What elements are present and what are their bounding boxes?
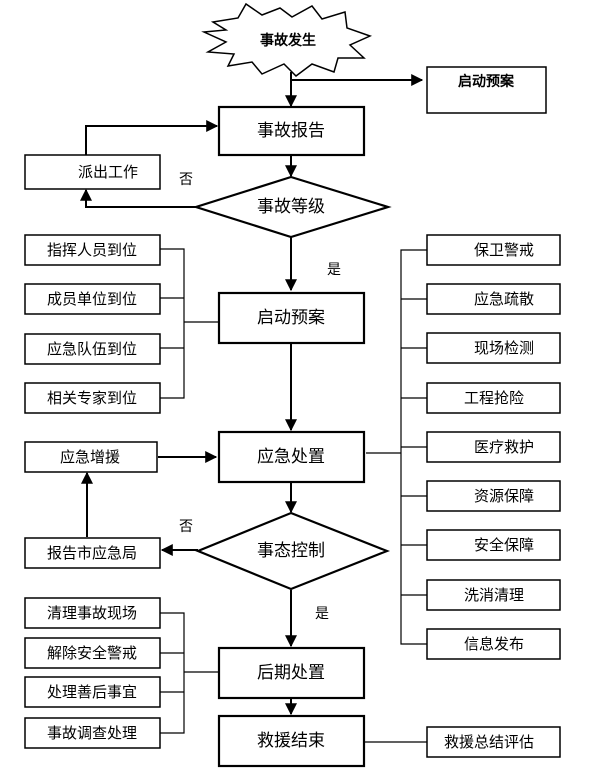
arrow-level-to-dispatch [80, 188, 196, 208]
top-plan-box [426, 66, 547, 114]
right-group-label: 洗消清理 [464, 586, 524, 604]
response-label: 应急处置 [257, 447, 325, 467]
evaluation-box [426, 726, 561, 758]
right-group-label: 资源保障 [474, 487, 534, 505]
dispatch-node: 派出工作 [24, 154, 161, 190]
left-group-2-label: 清理事故现场 [47, 604, 137, 622]
report-node: 事故报告 [217, 105, 366, 157]
post-label: 后期处置 [257, 663, 325, 683]
dispatch-label: 派出工作 [78, 163, 138, 181]
branch-no-2-label: 否 [179, 519, 193, 535]
post-node: 后期处置 [217, 646, 366, 700]
top-plan-label: 启动预案 [458, 73, 515, 90]
end-label: 救援结束 [257, 731, 325, 751]
response-node: 应急处置 [217, 430, 366, 484]
left-group-1-box [24, 333, 161, 365]
left-group-2-box [24, 717, 161, 749]
left-group-1-label: 成员单位到位 [47, 290, 137, 308]
plan-box [217, 291, 366, 345]
report-city-box [24, 537, 161, 569]
right-group-box [426, 529, 561, 561]
left-group-1-box [24, 234, 161, 266]
right-group-box [426, 579, 561, 611]
left-group-1: 指挥人员到位 成员单位到位 应急队伍到位 相关专家到位 [24, 234, 161, 414]
right-group-box [426, 283, 561, 315]
right-group-box [426, 431, 561, 463]
level-diamond [192, 175, 392, 239]
left-group-2-label: 解除安全警戒 [47, 644, 137, 662]
reinforce-node: 应急增援 [24, 441, 158, 473]
evaluation-node: 救援总结评估 [426, 726, 561, 758]
left-group-1-label: 应急队伍到位 [47, 340, 137, 358]
right-group-box [426, 480, 561, 512]
right-group-box [426, 332, 561, 364]
top-plan-node: 启动预案 [426, 66, 547, 114]
end-box [217, 714, 366, 768]
reinforce-label: 应急增援 [60, 448, 120, 466]
branch-yes-1-label: 是 [327, 262, 341, 278]
right-group: 保卫警戒 应急疏散 现场检测 工程抢险 医疗救护 资源保障 安全保障 洗消清理 … [426, 234, 561, 660]
right-group-label: 医疗救护 [474, 438, 534, 456]
branch-no-1-label: 否 [179, 172, 193, 188]
response-box [217, 430, 366, 484]
report-city-label: 报告市应急局 [47, 544, 137, 562]
right-group-label: 现场检测 [474, 339, 534, 357]
control-diamond [195, 511, 390, 591]
level-node: 事故等级 [192, 175, 392, 239]
left-group-2-label: 事故调查处理 [47, 724, 137, 742]
right-group-box [426, 628, 561, 660]
left-group-2-box [24, 637, 161, 669]
bracket-right-ticks [401, 298, 427, 596]
branch-yes-2-label: 是 [315, 606, 329, 622]
report-box [217, 105, 366, 157]
start-burst-shape [201, 2, 373, 77]
reinforce-box [24, 441, 158, 473]
report-label: 事故报告 [257, 121, 325, 141]
left-group-1-label: 指挥人员到位 [47, 241, 137, 259]
evaluation-label: 救援总结评估 [444, 733, 534, 751]
left-group-2-box [24, 597, 161, 629]
end-node: 救援结束 [217, 714, 366, 768]
dispatch-box [24, 154, 161, 190]
plan-node: 启动预案 [217, 291, 366, 345]
control-label: 事态控制 [257, 541, 325, 561]
plan-label: 启动预案 [257, 308, 325, 328]
left-group-2: 清理事故现场 解除安全警戒 处理善后事宜 事故调查处理 [24, 597, 161, 749]
arrow-dispatch-to-report [85, 120, 219, 155]
right-group-label: 工程抢险 [464, 389, 524, 407]
report-city-node: 报告市应急局 [24, 537, 161, 569]
bracket-left-1 [160, 248, 185, 399]
control-node: 事态控制 [195, 511, 390, 591]
right-group-label: 信息发布 [464, 635, 524, 653]
right-group-box [426, 234, 561, 266]
right-group-label: 安全保障 [474, 536, 534, 554]
left-group-2-label: 处理善后事宜 [47, 683, 137, 701]
bracket-left-2 [160, 612, 185, 734]
post-box [217, 646, 366, 700]
right-group-label: 应急疏散 [474, 290, 534, 308]
left-group-1-box [24, 382, 161, 414]
right-group-label: 保卫警戒 [474, 241, 534, 259]
left-group-1-box [24, 283, 161, 315]
left-group-2-box [24, 676, 161, 708]
start-label: 事故发生 [260, 32, 316, 49]
start-node: 事故发生 [201, 2, 373, 77]
level-label: 事故等级 [257, 197, 325, 217]
right-group-box [426, 382, 561, 414]
left-group-1-label: 相关专家到位 [47, 389, 137, 407]
